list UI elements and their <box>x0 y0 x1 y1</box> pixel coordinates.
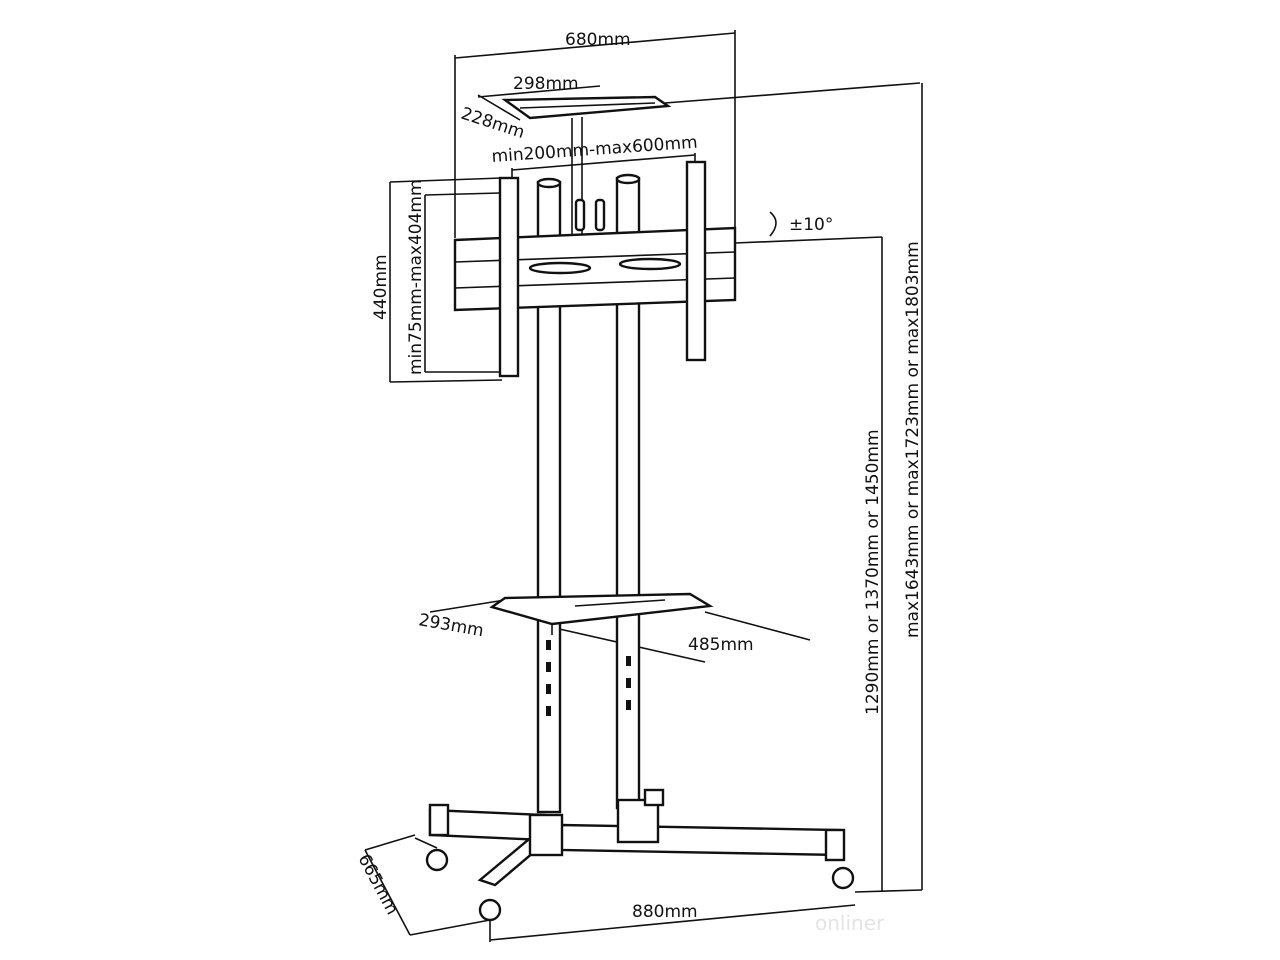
label-680: 680mm <box>565 30 631 50</box>
label-mount-height-options: 1290mm or 1370mm or 1450mm <box>863 429 883 715</box>
label-880: 880mm <box>632 902 698 922</box>
dimension-lines <box>364 30 923 942</box>
pole-holes <box>546 640 631 716</box>
label-tilt: ±10° <box>789 215 833 235</box>
label-overall-height: max1643mm or max1723mm or max1803mm <box>903 241 923 638</box>
wall-plate <box>453 226 737 312</box>
label-293: 293mm <box>417 610 485 641</box>
label-485: 485mm <box>688 635 754 655</box>
base-legs <box>414 788 855 922</box>
label-665: 665mm <box>354 851 402 918</box>
watermark: onliner <box>815 911 885 935</box>
vesa-brackets <box>498 160 707 378</box>
middle-shelf <box>489 592 714 635</box>
label-440: 440mm <box>371 254 391 320</box>
label-298: 298mm <box>513 74 579 94</box>
poles <box>536 173 641 814</box>
top-shelf <box>501 95 672 235</box>
label-vesa-vertical: min75mm-max404mm <box>406 179 426 375</box>
